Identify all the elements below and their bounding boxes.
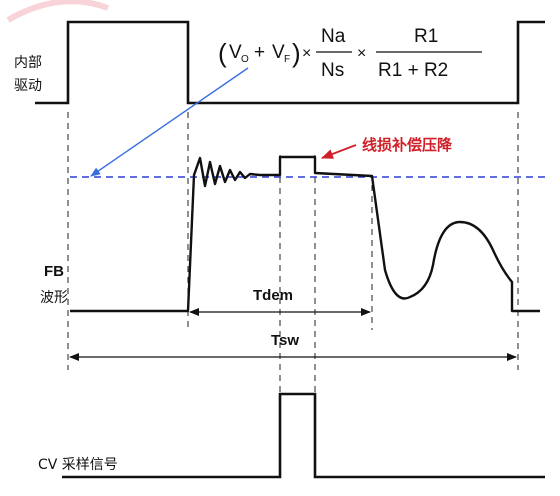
reflected-voltage-formula: ( V O + V F ) × Na Ns × R1 R1 + R2 [218, 26, 482, 81]
tsw-label: Tsw [271, 332, 299, 349]
formula-r1-plus-r2: R1 + R2 [378, 60, 448, 81]
cv-sampling-waveform [62, 392, 545, 479]
formula-vf-sub: F [284, 54, 290, 65]
internal-drive-label-line1: 内部 [14, 55, 42, 71]
tdem-label: Tdem [253, 287, 293, 304]
formula-vf: V [272, 42, 285, 63]
formula-times-2: × [357, 45, 366, 62]
internal-drive-label-line2: 驱动 [14, 78, 42, 94]
formula-pointer-arrow [90, 67, 249, 177]
fb-label-line2: 波形 [40, 290, 68, 306]
vertical-guides [67, 112, 519, 398]
cv-sampling-label: CV 采样信号 [38, 457, 118, 473]
formula-close-paren: ) [292, 38, 301, 68]
fb-label-line1: FB [44, 263, 64, 280]
formula-vo-sub: O [241, 54, 249, 65]
line-loss-arrow [321, 144, 357, 159]
formula-r1: R1 [414, 26, 438, 47]
formula-na: Na [321, 26, 346, 47]
formula-plus: + [254, 42, 265, 63]
internal-drive-waveform [35, 20, 545, 105]
watermark-arc [6, 0, 110, 23]
formula-ns: Ns [321, 60, 344, 81]
line-loss-compensation-label: 线损补偿压降 [362, 136, 453, 154]
formula-times-1: × [302, 45, 311, 62]
formula-open-paren: ( [218, 38, 227, 68]
formula-vo: V [229, 42, 242, 63]
fb-waveform [70, 155, 540, 313]
